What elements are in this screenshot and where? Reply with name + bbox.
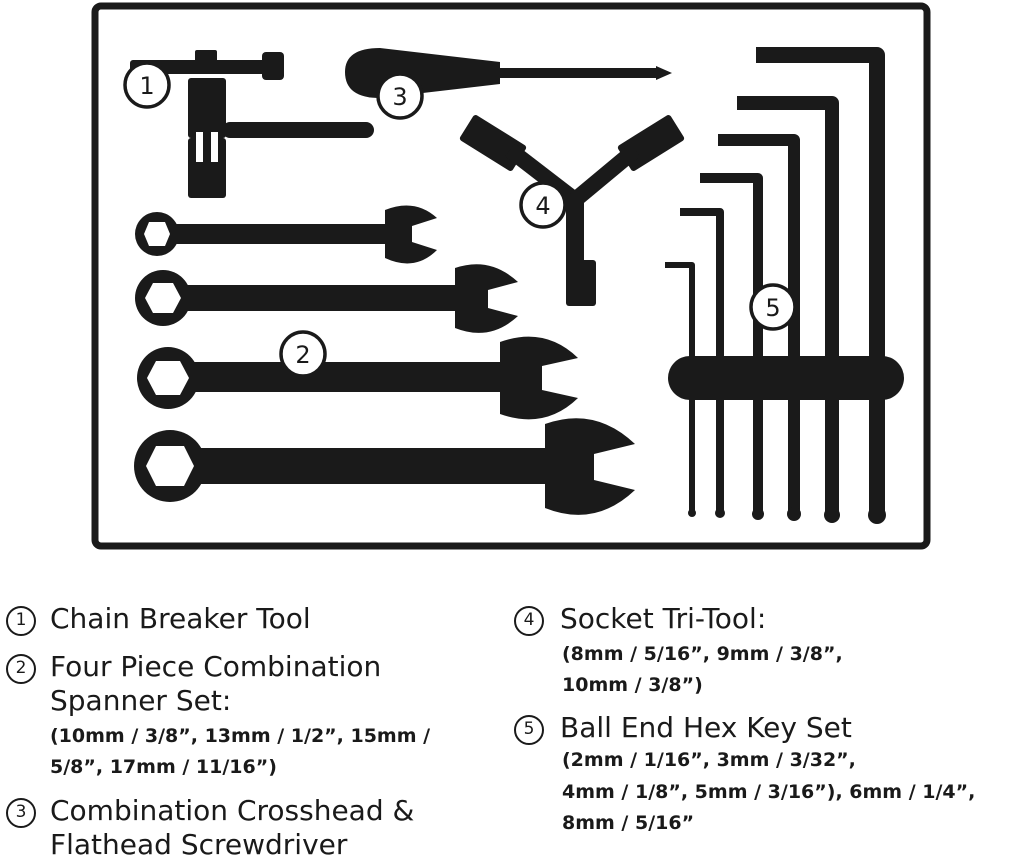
marker-3-label: 3 (392, 83, 407, 111)
legend-number-1: 1 (6, 606, 36, 636)
marker-5-label: 5 (765, 294, 780, 322)
legend-title-3-line-2: Flathead Screwdriver (50, 828, 348, 861)
legend-number-4: 4 (514, 606, 544, 636)
marker-1: 1 (123, 61, 171, 109)
marker-4: 4 (519, 181, 567, 229)
marker-2-label: 2 (295, 341, 310, 369)
legend-title-2-line-2: Spanner Set: (50, 684, 232, 717)
legend-spec-4-line-2: 10mm / 3/8”) (562, 674, 703, 696)
legend-title-4: Socket Tri-Tool: (560, 602, 767, 635)
legend-number-3: 3 (6, 798, 36, 828)
marker-2: 2 (279, 330, 327, 378)
marker-4-label: 4 (535, 192, 550, 220)
tray-outline (91, 2, 931, 550)
legend-spec-5-line-2: 4mm / 1/8”, 5mm / 3/16”), 6mm / 1/4”, (562, 781, 976, 803)
spanner-10mm-icon (135, 205, 437, 264)
spanner-17mm-icon (134, 418, 635, 515)
marker-3: 3 (376, 72, 424, 120)
legend-title-1: Chain Breaker Tool (50, 602, 311, 635)
hex-key-holder (668, 356, 904, 524)
legend-number-5: 5 (514, 715, 544, 745)
legend-title-2-line-1: Four Piece Combination (50, 650, 382, 683)
legend-spec-2-line-2: 5/8”, 17mm / 11/16”) (50, 756, 277, 778)
socket-tri-tool-icon (459, 114, 685, 306)
legend-title-5: Ball End Hex Key Set (560, 711, 852, 744)
legend-number-2: 2 (6, 654, 36, 684)
marker-5: 5 (749, 283, 797, 331)
legend-spec-5-line-1: (2mm / 1/16”, 3mm / 3/32”, (562, 749, 856, 771)
spanner-15mm-icon (137, 336, 578, 420)
chain-breaker-tool-icon (130, 50, 374, 198)
legend-spec-2-line-1: (10mm / 3/8”, 13mm / 1/2”, 15mm / (50, 725, 431, 747)
legend-title-3-line-1: Combination Crosshead & (50, 794, 415, 827)
spanner-13mm-icon (135, 264, 518, 333)
legend-spec-5-line-3: 8mm / 5/16” (562, 812, 695, 834)
marker-1-label: 1 (139, 72, 154, 100)
tool-tray-diagram: 1 2 3 4 5 (91, 2, 931, 550)
legend-spec-4-line-1: (8mm / 5/16”, 9mm / 3/8”, (562, 643, 843, 665)
